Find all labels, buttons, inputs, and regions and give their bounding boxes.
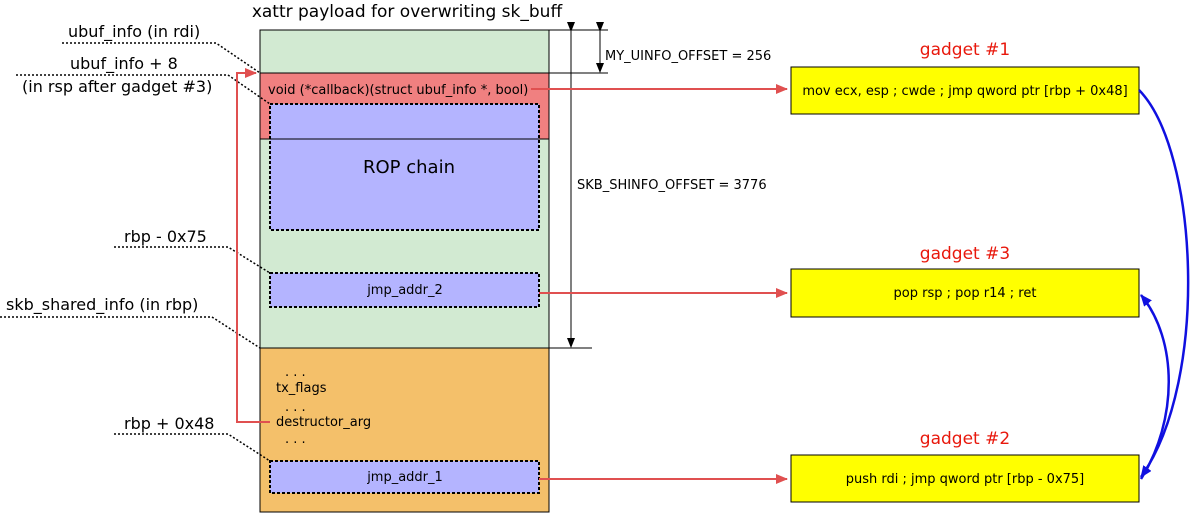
rbp-minus-label: rbp - 0x75 <box>124 227 207 246</box>
gadget-2-title: gadget #2 <box>920 429 1010 449</box>
jmp-addr-2-label: jmp_addr_2 <box>366 283 443 298</box>
gadget-3-title: gadget #3 <box>920 244 1010 264</box>
dots-2: . . . <box>285 400 306 415</box>
skb-shared-info-label: skb_shared_info (in rbp) <box>6 295 198 315</box>
rbp-plus-label: rbp + 0x48 <box>124 414 214 433</box>
gadget-2-code: push rdi ; jmp qword ptr [rbp - 0x75] <box>846 472 1085 487</box>
ubuf-info-plus8-leader <box>16 74 271 105</box>
gadget-1-title: gadget #1 <box>920 40 1010 60</box>
ubuf-info-plus8-label-2: (in rsp after gadget #3) <box>22 77 212 96</box>
destructor-arg-pointer-arrow <box>236 68 270 423</box>
rop-chain-box <box>269 103 540 231</box>
rbp-minus-leader <box>114 246 271 274</box>
gadget-2-box <box>790 454 1140 503</box>
jmp-addr-2-box <box>269 272 540 308</box>
callback-label: void (*callback)(struct ubuf_info *, boo… <box>268 83 528 98</box>
gadget1-to-gadget2-arrow <box>1138 89 1190 478</box>
rop-chain-label: ROP chain <box>363 157 455 178</box>
tx-flags-label: tx_flags <box>276 381 327 396</box>
diagram-title: xattr payload for overwriting sk_buff <box>252 2 564 22</box>
gadget-3-code: pop rsp ; pop r14 ; ret <box>894 286 1037 301</box>
dots-3: . . . <box>285 432 306 447</box>
skb-shinfo-offset-label: SKB_SHINFO_OFFSET = 3776 <box>577 178 767 193</box>
gadget-3-box <box>790 268 1140 318</box>
ubuf-info-leader <box>62 42 261 74</box>
rbp-plus-leader <box>114 433 271 462</box>
jmp-addr-1-box <box>269 460 540 494</box>
gadget2-to-gadget3-arrow <box>1139 294 1170 480</box>
dots-1: . . . <box>285 365 306 380</box>
destructor-arg-label: destructor_arg <box>276 415 371 430</box>
my-uinfo-offset-label: MY_UINFO_OFFSET = 256 <box>605 49 771 64</box>
skb-shared-info-leader <box>0 316 261 349</box>
ubuf-info-plus8-label-1: ubuf_info + 8 <box>70 54 178 74</box>
gadget-1-code: mov ecx, esp ; cwde ; jmp qword ptr [rbp… <box>802 84 1127 99</box>
jmp-addr-1-label: jmp_addr_1 <box>366 470 443 485</box>
ubuf-info-rdi-label: ubuf_info (in rdi) <box>68 22 200 42</box>
